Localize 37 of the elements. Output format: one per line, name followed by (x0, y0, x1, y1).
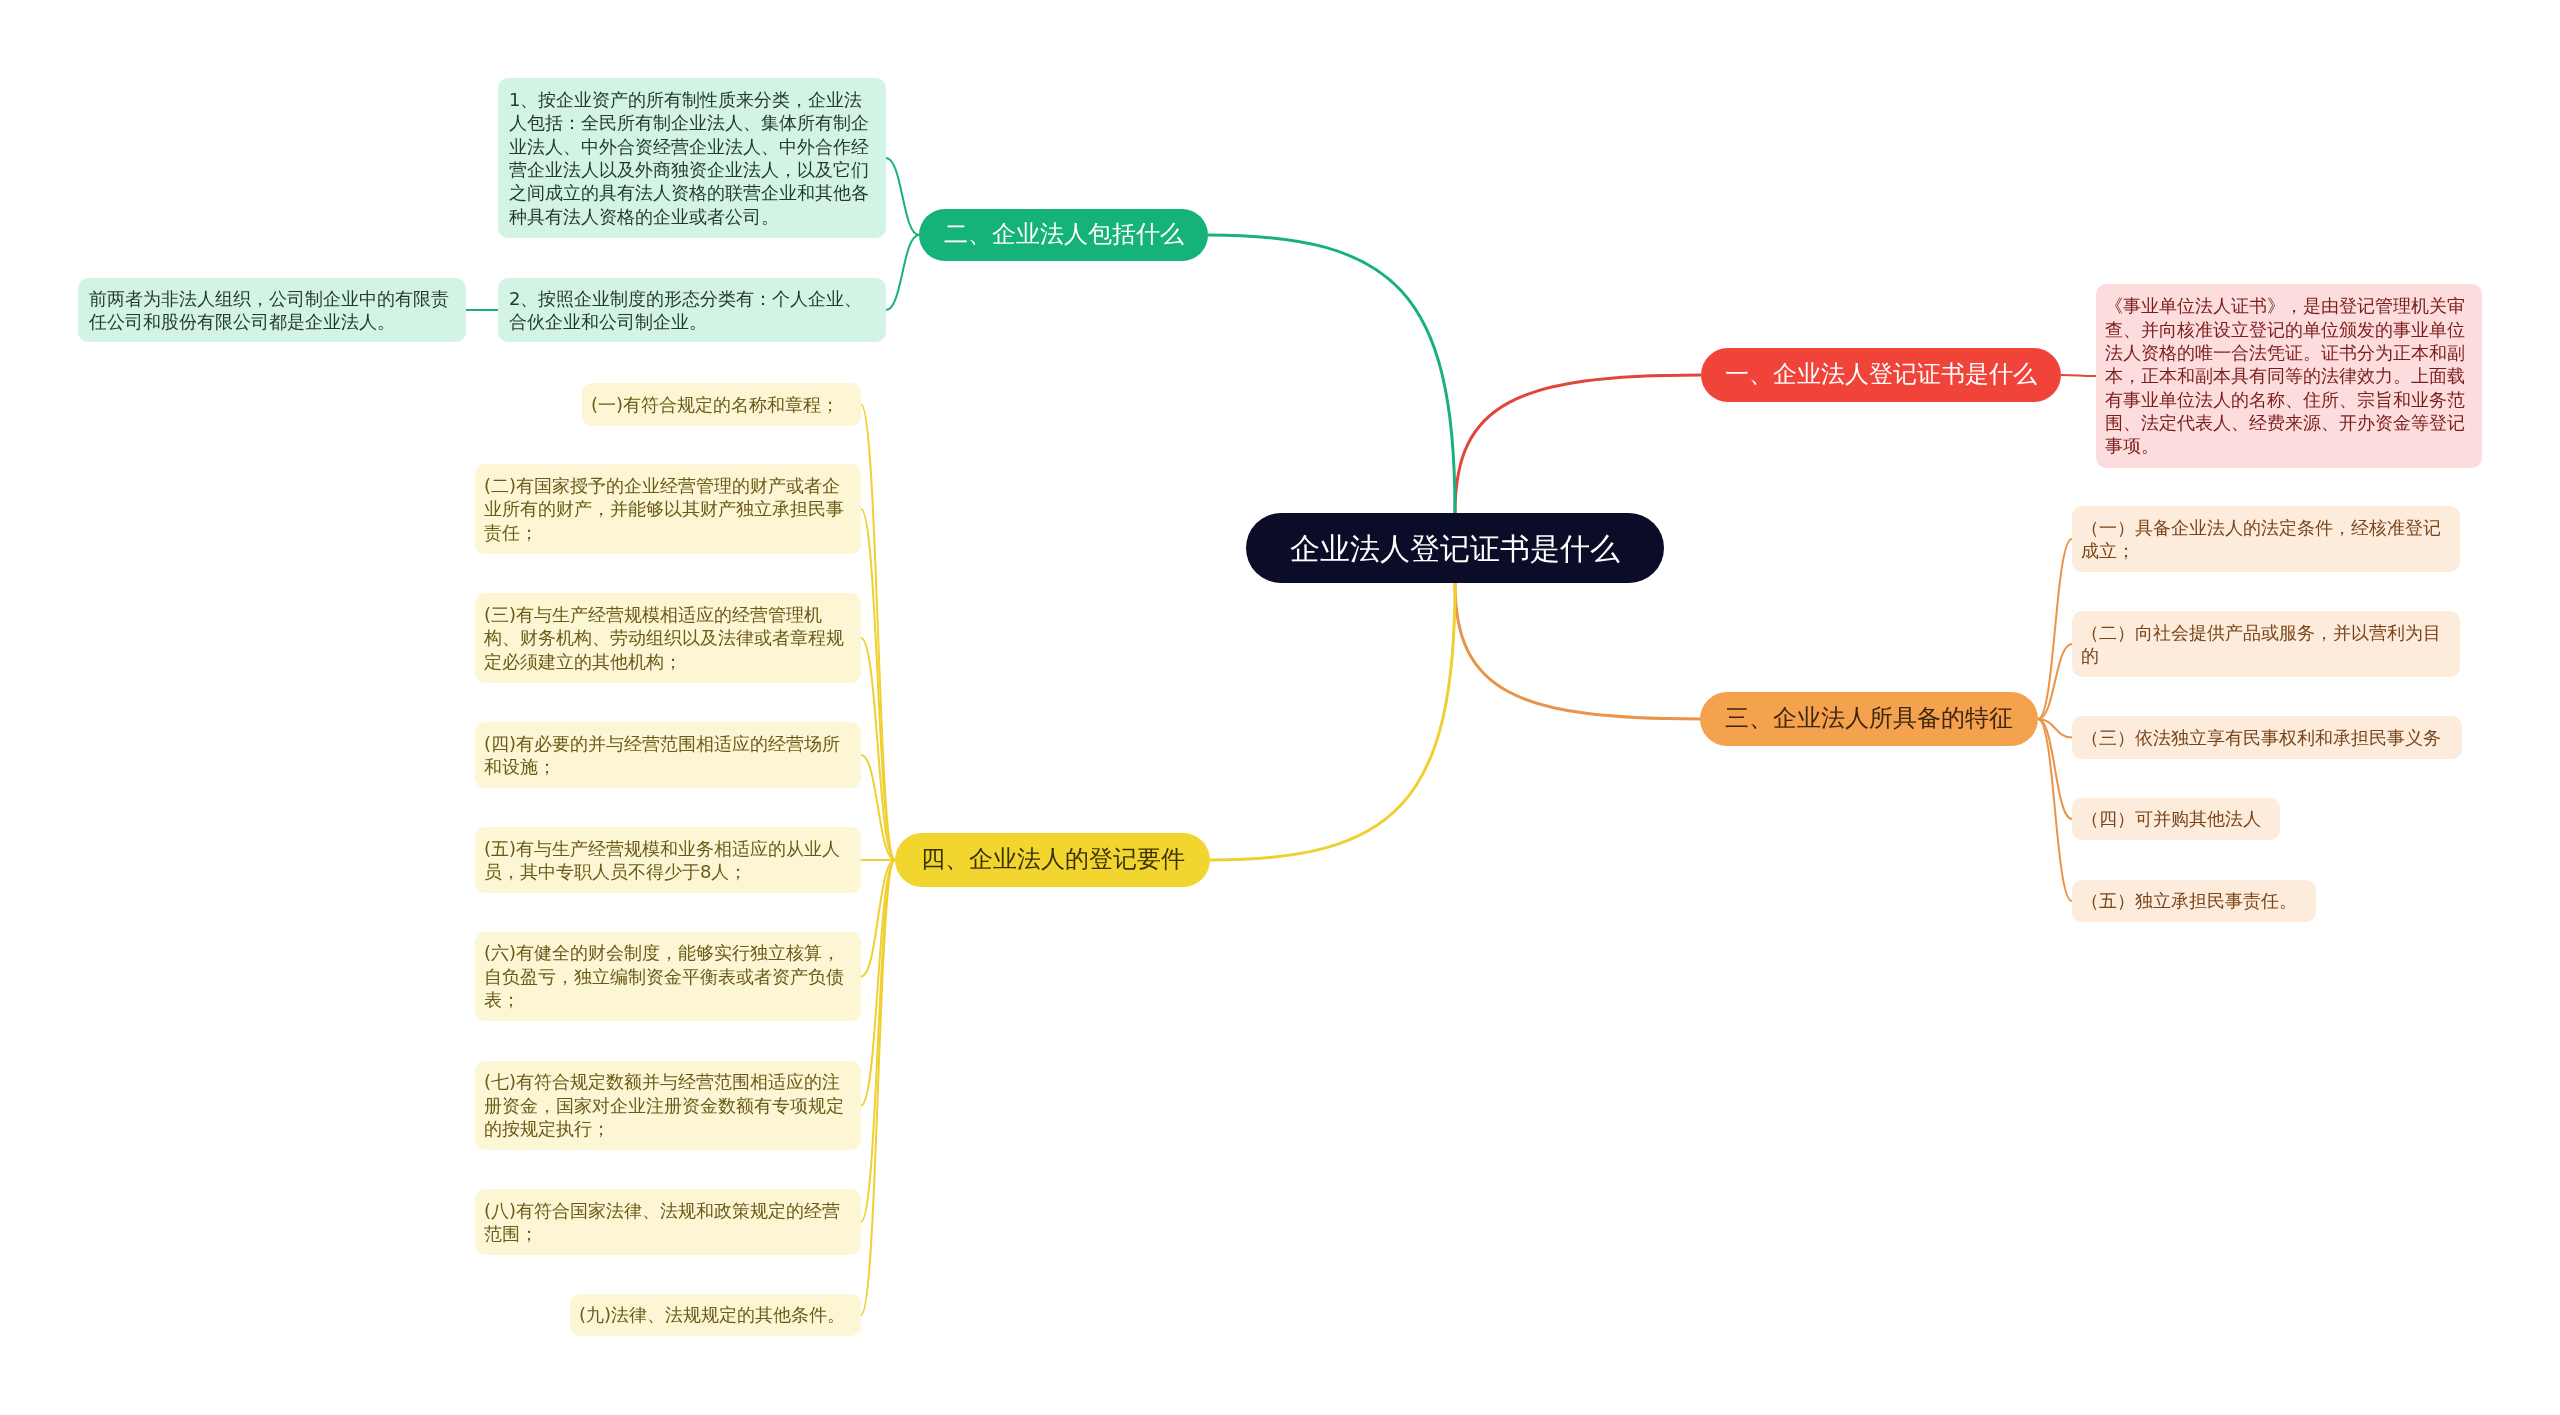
branch-topic: 二、企业法人包括什么 (919, 209, 1208, 261)
subtopic-box: (四)有必要的并与经营范围相适应的经营场所和设施； (475, 722, 861, 788)
branch-topic: 一、企业法人登记证书是什么 (1701, 348, 2061, 402)
connector-line (2037, 718, 2073, 902)
connector-line (465, 309, 499, 311)
connector-line (2037, 643, 2073, 720)
subtopic-box: 2、按照企业制度的形态分类有：个人企业、合伙企业和公司制企业。 (498, 278, 886, 342)
subtopic-box: (九)法律、法规规定的其他条件。 (570, 1294, 861, 1336)
branch-topic: 四、企业法人的登记要件 (895, 833, 1210, 887)
connector-line (885, 157, 920, 236)
subtopic-box: (七)有符合规定数额并与经营范围相适应的注册资金，国家对企业注册资金数额有专项规定的按规定执行； (475, 1061, 861, 1150)
subtopic-box: 前两者为非法人组织，公司制企业中的有限责任公司和股份有限公司都是企业法人。 (78, 278, 466, 342)
connector-line (860, 859, 896, 1223)
connector-line (860, 859, 896, 1316)
connector-line (1209, 582, 1457, 862)
connector-line (2037, 538, 2073, 720)
subtopic-box: 1、按企业资产的所有制性质来分类，企业法人包括：全民所有制企业法人、集体所有制企业法人、中外合资经营企业法人、中外合作经营企业法人以及外商独资企业法人，以及它们之间成立的具有法人资格的联营企业和其他各种具有法人资格的企业或者公司。 (498, 78, 886, 238)
connector-line (1453, 582, 1701, 721)
subtopic-box: (一)有符合规定的名称和章程； (582, 383, 861, 426)
subtopic-box: (八)有符合国家法律、法规和政策规定的经营范围； (475, 1189, 861, 1255)
subtopic-box: (六)有健全的财会制度，能够实行独立核算，自负盈亏，独立编制资金平衡表或者资产负债表； (475, 932, 861, 1021)
subtopic-box: 《事业单位法人证书》，是由登记管理机关审查、并向核准设立登记的单位颁发的事业单位法人资格的唯一合法凭证。证书分为正本和副本，正本和副本具有同等的法律效力。上面载有事业单位法人的名称、住所、宗旨和业务范围、法定代表人、经费来源、开办资金等登记事项。 (2096, 284, 2482, 468)
central-topic: 企业法人登记证书是什么 (1246, 513, 1664, 583)
subtopic-box: （五）独立承担民事责任。 (2072, 880, 2316, 922)
connector-line (1207, 233, 1457, 514)
connector-line (2060, 374, 2097, 377)
subtopic-box: （一）具备企业法人的法定条件，经核准登记成立； (2072, 506, 2460, 572)
subtopic-box: （四）可并购其他法人 (2072, 798, 2280, 840)
connector-line (1453, 373, 1702, 514)
subtopic-box: （二）向社会提供产品或服务，并以营利为目的 (2072, 611, 2460, 677)
subtopic-box: (二)有国家授予的企业经营管理的财产或者企业所有的财产，并能够以其财产独立承担民事责任； (475, 464, 861, 554)
connector-line (885, 234, 920, 311)
branch-topic: 三、企业法人所具备的特征 (1700, 692, 2038, 746)
subtopic-box: （三）依法独立享有民事权利和承担民事义务 (2072, 716, 2462, 759)
subtopic-box: (三)有与生产经营规模相适应的经营管理机构、财务机构、劳动组织以及法律或者章程规定必须建立的其他机构； (475, 593, 861, 683)
subtopic-box: (五)有与生产经营规模和业务相适应的从业人员，其中专职人员不得少于8人； (475, 827, 861, 893)
connector-line (860, 403, 896, 861)
